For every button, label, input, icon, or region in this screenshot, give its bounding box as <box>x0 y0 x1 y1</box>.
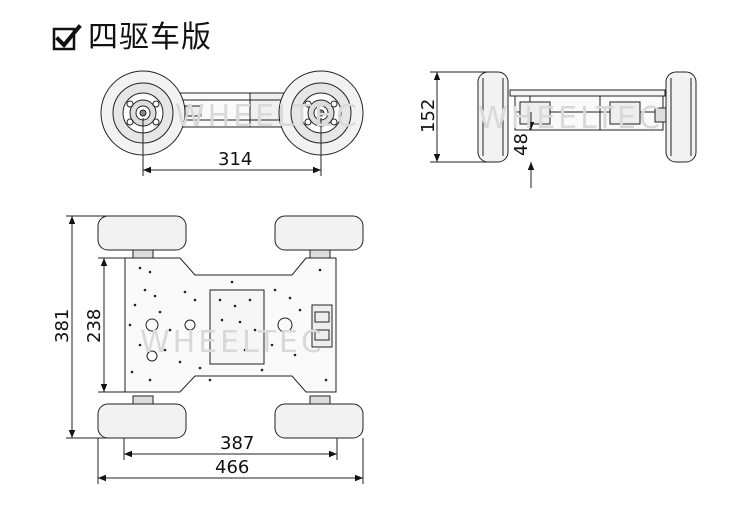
watermark-side: WHEELTEC <box>478 101 663 136</box>
top-view <box>66 215 364 484</box>
page-title: 四驱车版 <box>52 18 212 58</box>
checkbox-checked-icon <box>52 24 82 51</box>
front-view-left-wheel <box>100 70 186 156</box>
watermark-front: WHEELTEC <box>175 99 360 134</box>
front-view <box>100 70 364 176</box>
side-view <box>430 71 697 188</box>
side-clearance-label: 48 <box>511 133 532 156</box>
top-overall-width-label: 466 <box>215 457 249 478</box>
title-text: 四驱车版 <box>88 20 212 55</box>
front-view-right-wheel <box>278 70 364 156</box>
top-chassis-length-label: 238 <box>84 309 105 343</box>
watermark-top: WHEELTEC <box>140 325 325 360</box>
front-width-label: 314 <box>218 149 252 170</box>
top-view-wheel-rear-left <box>97 403 187 439</box>
side-height-label: 152 <box>418 99 439 133</box>
side-view-right-wheel <box>665 71 697 163</box>
side-view-left-wheel <box>477 71 509 163</box>
top-view-wheel-rear-right <box>274 403 364 439</box>
top-chassis-width-label: 387 <box>220 433 254 454</box>
top-view-wheel-front-left <box>97 215 187 251</box>
top-overall-length-label: 381 <box>52 309 73 343</box>
top-view-wheel-front-right <box>274 215 364 251</box>
